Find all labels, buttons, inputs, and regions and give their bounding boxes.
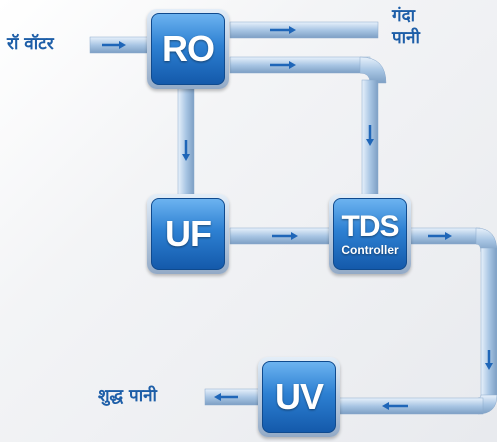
arrow-right-down: [485, 350, 493, 370]
pure-water-label: शुद्ध पानी: [98, 386, 157, 406]
uf-unit-face: UF: [151, 198, 225, 270]
uv-unit-face: UV: [262, 361, 336, 433]
uf-unit-title: UF: [165, 213, 212, 254]
arrow-bottom-left: [382, 402, 408, 410]
pipe-right-vertical: [480, 247, 497, 399]
arrow-uv-outlet-left: [214, 393, 238, 401]
waste-water-label-line2: पानी: [392, 28, 420, 48]
uf-unit: UF: [147, 194, 229, 274]
waste-water-label-line1: गंदा: [392, 6, 416, 26]
arrow-tds-out-right: [428, 232, 452, 240]
tds-unit-title: TDS: [341, 210, 400, 243]
arrow-raw-inlet-right: [102, 41, 126, 49]
arrow-ro-tds-down: [366, 125, 374, 146]
ro-unit-title: RO: [162, 28, 215, 69]
pipe-ro-waste: [229, 21, 379, 39]
arrow-waste-right: [270, 26, 296, 34]
ro-unit: RO: [147, 9, 229, 89]
tds-controller-unit: TDS Controller: [329, 194, 411, 274]
pipe-bottom-return: [337, 397, 484, 415]
arrow-ro-uf-down: [182, 140, 190, 161]
tds-controller-unit-face: TDS Controller: [333, 198, 407, 270]
ro-unit-face: RO: [151, 13, 225, 85]
uv-unit-title: UV: [274, 376, 324, 417]
pipe-ro-tds-bend: [359, 56, 387, 84]
uv-unit: UV: [258, 357, 340, 437]
arrow-ro-tds-right: [270, 61, 296, 69]
arrow-uf-tds-right: [272, 232, 298, 240]
tds-unit-subtitle: Controller: [341, 243, 399, 257]
raw-water-label: रॉ वॉटर: [7, 34, 54, 54]
pipe-ro-tds-horizontal: [229, 56, 371, 74]
